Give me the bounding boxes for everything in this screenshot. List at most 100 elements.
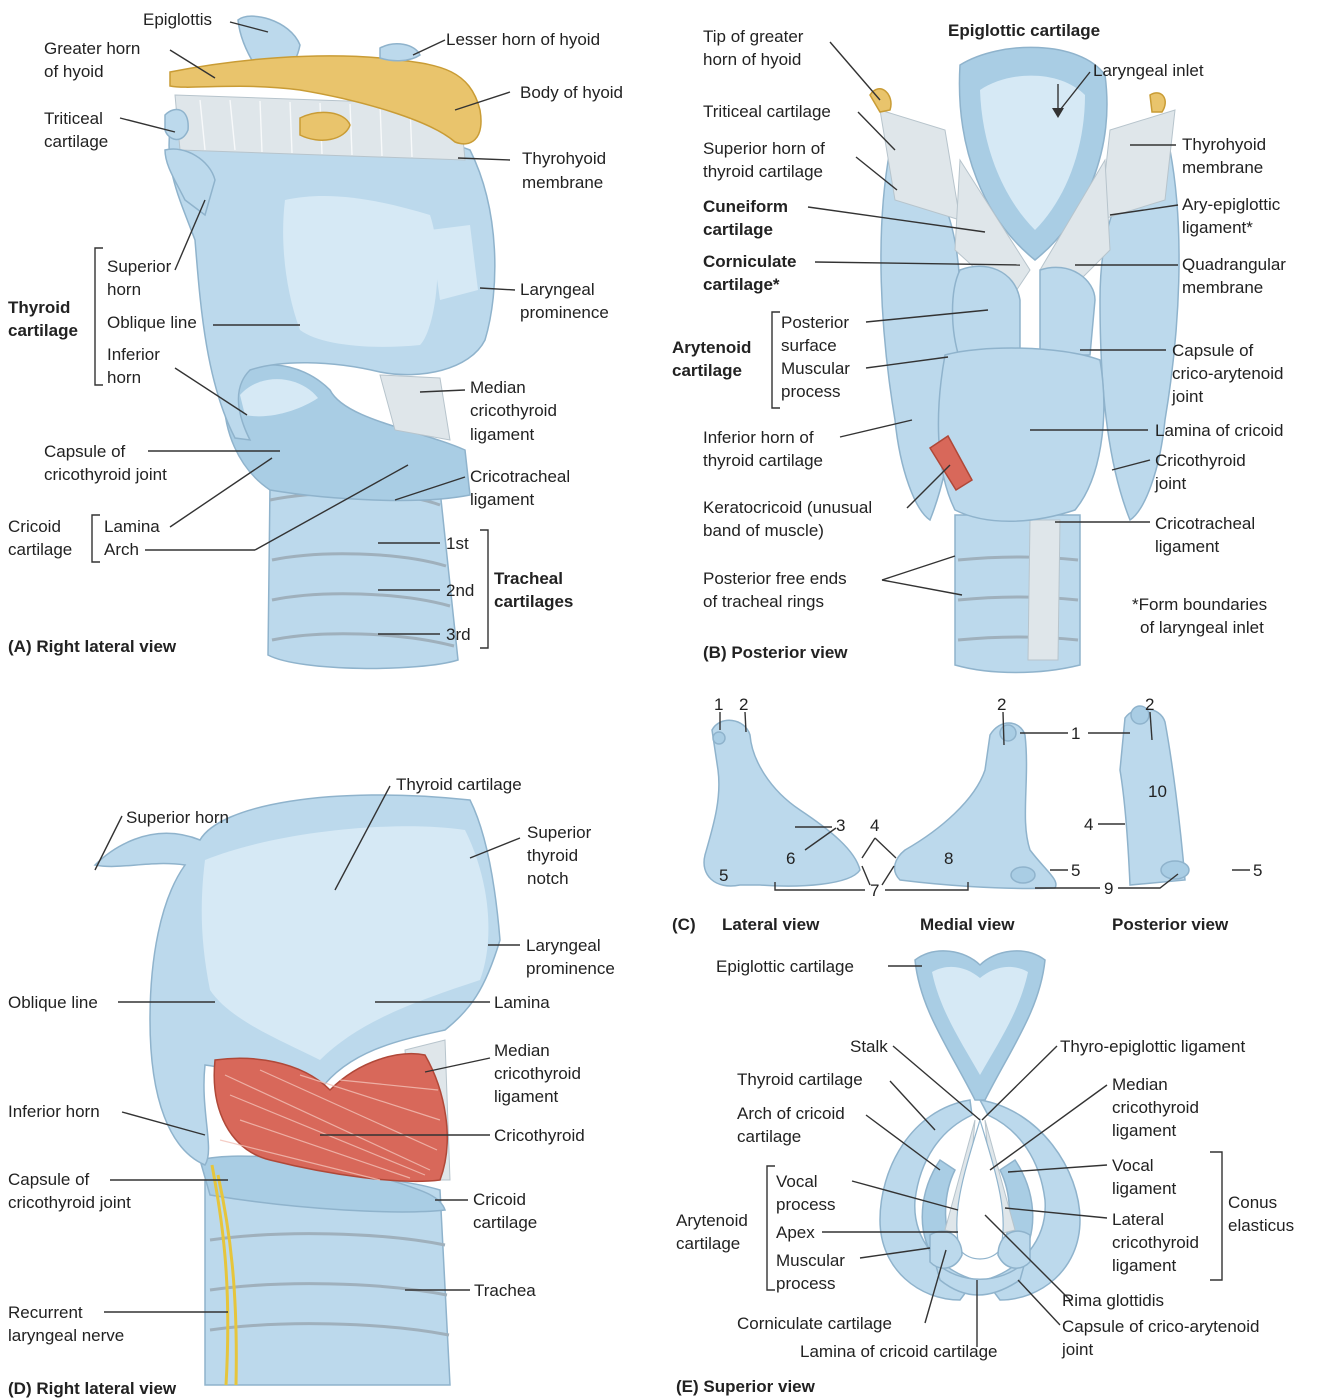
- label-posterior-free-1: Posterior free ends: [703, 569, 847, 588]
- label-muscular-process-1: Muscular: [776, 1251, 845, 1270]
- label-inferior-horn-2: horn: [107, 368, 141, 387]
- label-superior-notch-2: thyroid: [527, 846, 578, 865]
- label-median-cricothyroid-3: ligament: [1112, 1121, 1177, 1140]
- label-arch-cricoid-2: cartilage: [737, 1127, 801, 1146]
- label-posterior-surface-1: Posterior: [781, 313, 849, 332]
- label-aryepiglottic-1: Ary-epiglottic: [1182, 195, 1281, 214]
- label-ring-3: 3rd: [446, 625, 471, 644]
- label-cricotracheal-2: ligament: [1155, 537, 1220, 556]
- label-quadrangular-2: membrane: [1182, 278, 1263, 297]
- label-conus-1: Conus: [1228, 1193, 1277, 1212]
- label-lamina-cricoid: Lamina of cricoid cartilage: [800, 1342, 997, 1361]
- label-capsule-1: Capsule of: [44, 442, 126, 461]
- label-muscular-process-1: Muscular: [781, 359, 850, 378]
- label-arytenoid-1: Arytenoid: [676, 1211, 748, 1230]
- label-median-cricothyroid-2: cricothyroid: [1112, 1098, 1199, 1117]
- label-c-5b: 5: [1071, 861, 1080, 880]
- label-ring-2: 2nd: [446, 581, 474, 600]
- label-arytenoid-2: cartilage: [672, 361, 742, 380]
- caption-panel-d: (D) Right lateral view: [8, 1379, 177, 1398]
- label-superior-horn-1: Superior: [107, 257, 172, 276]
- label-thyrohyoid-2: membrane: [522, 173, 603, 192]
- label-capsule-crico-3: joint: [1171, 387, 1203, 406]
- label-greater-horn-2: of hyoid: [44, 62, 104, 81]
- label-cuneiform-1: Cuneiform: [703, 197, 788, 216]
- label-c-1a: 1: [714, 695, 723, 714]
- label-superior-horn: Superior horn: [126, 808, 229, 827]
- label-epiglottis: Epiglottis: [143, 10, 212, 29]
- label-tracheal-1: Tracheal: [494, 569, 563, 588]
- label-cricothyroid-joint-1: Cricothyroid: [1155, 451, 1246, 470]
- label-laryngeal-prominence-2: prominence: [526, 959, 615, 978]
- panel-e-illustration: [880, 951, 1080, 1300]
- label-vocal-process-1: Vocal: [776, 1172, 818, 1191]
- panel-a-illustration: [165, 16, 495, 668]
- label-c-2b: 2: [997, 695, 1006, 714]
- label-superior-horn-2: horn: [107, 280, 141, 299]
- label-thyroid-cartilage: Thyroid cartilage: [737, 1070, 863, 1089]
- label-capsule-1: Capsule of: [8, 1170, 90, 1189]
- label-vocal-process-2: process: [776, 1195, 836, 1214]
- label-laryngeal-inlet: Laryngeal inlet: [1093, 61, 1204, 80]
- label-cricoid-1: Cricoid: [8, 517, 61, 536]
- label-tip-greater-2: horn of hyoid: [703, 50, 801, 69]
- label-apex: Apex: [776, 1223, 815, 1242]
- label-c-7: 7: [870, 881, 879, 900]
- label-oblique-line: Oblique line: [107, 313, 197, 332]
- label-inferior-horn: Inferior horn: [8, 1102, 100, 1121]
- label-thyrohyoid-1: Thyrohyoid: [522, 149, 606, 168]
- label-cricoid-2: cartilage: [473, 1213, 537, 1232]
- label-median-cricothyroid-1: Median: [470, 378, 526, 397]
- label-c-9: 9: [1104, 879, 1113, 898]
- label-arch-cricoid-1: Arch of cricoid: [737, 1104, 845, 1123]
- label-median-cricothyroid-3: ligament: [494, 1087, 559, 1106]
- label-c-4a: 4: [870, 816, 879, 835]
- label-inferior-horn-2: thyroid cartilage: [703, 451, 823, 470]
- label-vocal-ligament-2: ligament: [1112, 1179, 1177, 1198]
- label-rima: Rima glottidis: [1062, 1291, 1164, 1310]
- panel-b-illustration: [870, 47, 1179, 672]
- label-ring-1: 1st: [446, 534, 469, 553]
- label-c-4b: 4: [1084, 815, 1093, 834]
- label-epiglottic-cartilage: Epiglottic cartilage: [948, 21, 1100, 40]
- caption-panel-c-letter: (C): [672, 915, 696, 934]
- label-median-cricothyroid-3: ligament: [470, 425, 535, 444]
- label-median-cricothyroid-2: cricothyroid: [494, 1064, 581, 1083]
- label-recurrent-1: Recurrent: [8, 1303, 83, 1322]
- label-arch: Arch: [104, 540, 139, 559]
- label-capsule-1: Capsule of crico-arytenoid: [1062, 1317, 1259, 1336]
- label-greater-horn-1: Greater horn: [44, 39, 140, 58]
- label-footnote-2: of laryngeal inlet: [1140, 618, 1264, 637]
- label-oblique-line: Oblique line: [8, 993, 98, 1012]
- label-tracheal-2: cartilages: [494, 592, 573, 611]
- label-lamina-cricoid: Lamina of cricoid: [1155, 421, 1284, 440]
- label-footnote-1: *Form boundaries: [1132, 595, 1267, 614]
- label-c-6: 6: [786, 849, 795, 868]
- label-triticeal-2: cartilage: [44, 132, 108, 151]
- label-thyrohyoid-1: Thyrohyoid: [1182, 135, 1266, 154]
- label-quadrangular-1: Quadrangular: [1182, 255, 1286, 274]
- label-laryngeal-prominence-1: Laryngeal: [526, 936, 601, 955]
- label-lateral-cricothyroid-1: Lateral: [1112, 1210, 1164, 1229]
- label-triticeal-1: Triticeal: [44, 109, 103, 128]
- label-lateral-cricothyroid-3: ligament: [1112, 1256, 1177, 1275]
- label-cricotracheal-2: ligament: [470, 490, 535, 509]
- label-keratocricoid-1: Keratocricoid (unusual: [703, 498, 872, 517]
- label-c-5c: 5: [1253, 861, 1262, 880]
- label-cricothyroid-joint-2: joint: [1154, 474, 1186, 493]
- label-cricothyroid: Cricothyroid: [494, 1126, 585, 1145]
- label-lateral-cricothyroid-2: cricothyroid: [1112, 1233, 1199, 1252]
- label-epiglottic: Epiglottic cartilage: [716, 957, 854, 976]
- panel-d-illustration: [95, 795, 500, 1385]
- label-cricoid-1: Cricoid: [473, 1190, 526, 1209]
- label-laryngeal-prominence-2: prominence: [520, 303, 609, 322]
- label-recurrent-2: laryngeal nerve: [8, 1326, 124, 1345]
- label-cricoid-2: cartilage: [8, 540, 72, 559]
- label-lesser-horn: Lesser horn of hyoid: [446, 30, 600, 49]
- label-triticeal: Triticeal cartilage: [703, 102, 831, 121]
- label-corniculate: Corniculate cartilage: [737, 1314, 892, 1333]
- label-cuneiform-2: cartilage: [703, 220, 773, 239]
- label-capsule-crico-2: crico-arytenoid: [1172, 364, 1284, 383]
- label-c-3: 3: [836, 816, 845, 835]
